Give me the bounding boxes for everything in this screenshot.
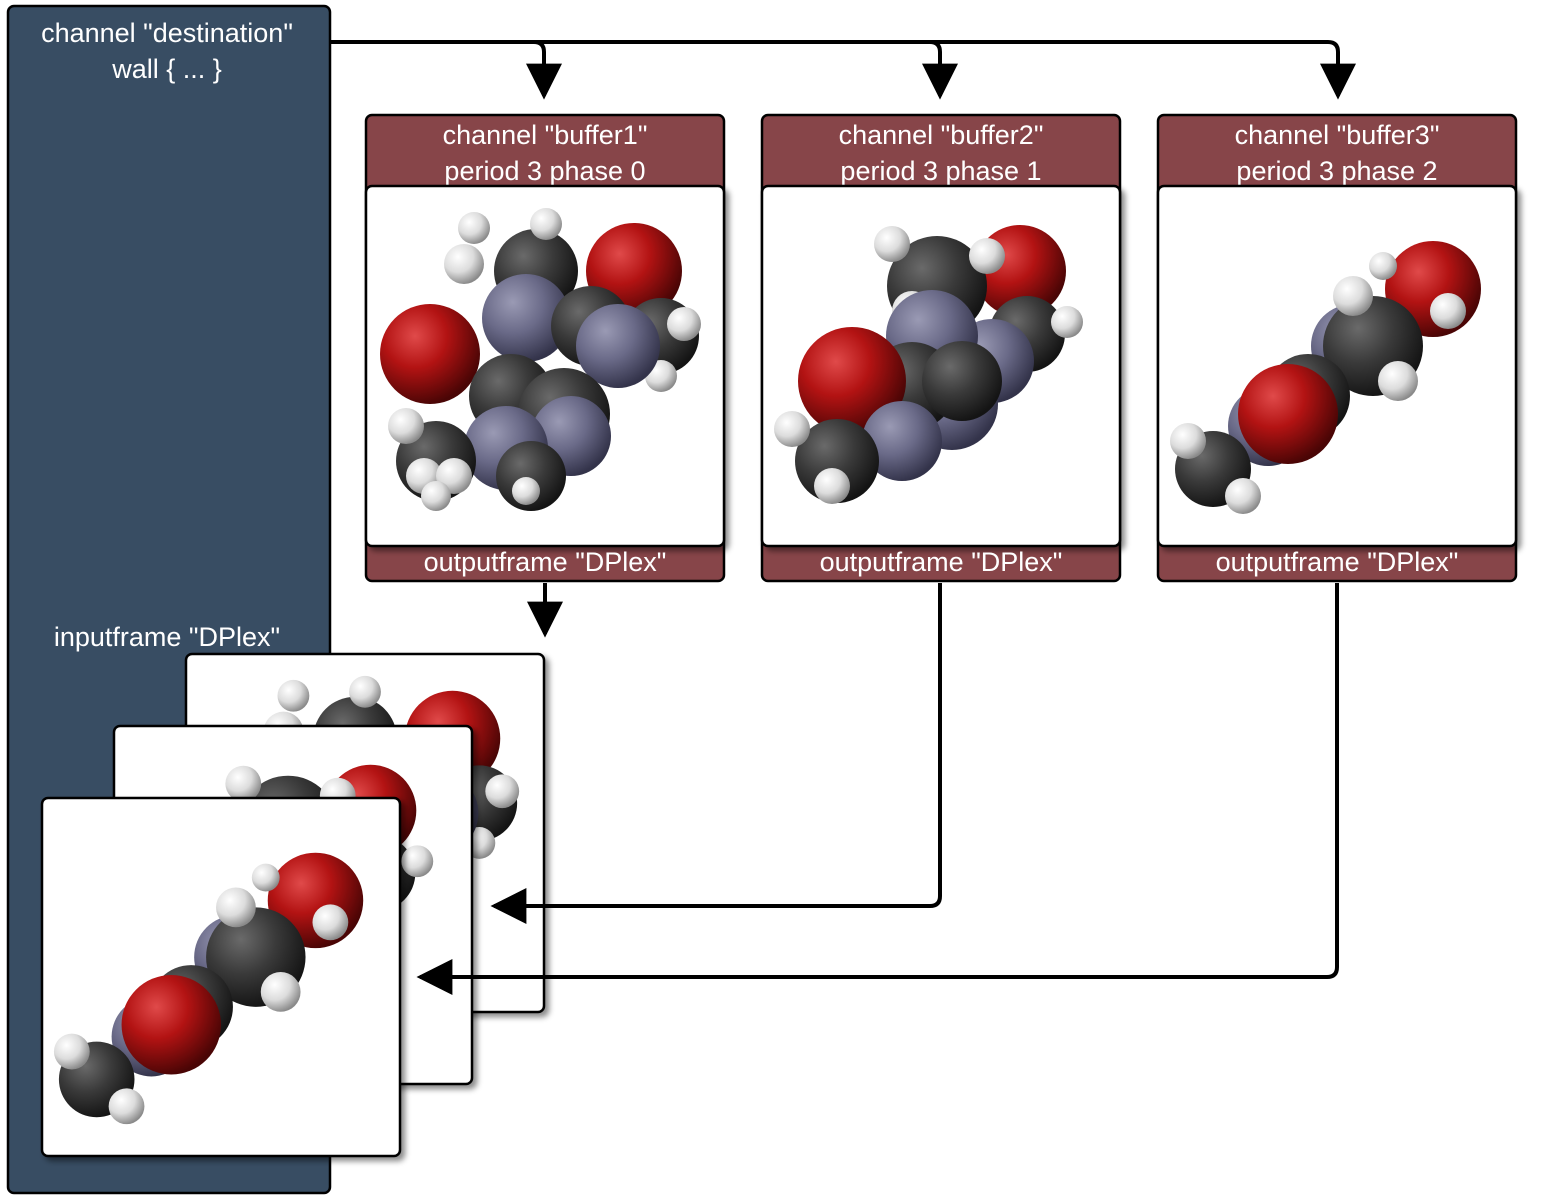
buffer2-channel: channel "buffer2" period 3 phase 1 outpu…: [760, 113, 1122, 583]
buffer3-channel: channel "buffer3" period 3 phase 2 outpu…: [1156, 113, 1518, 583]
buffer1-title-line2: period 3 phase 0: [444, 156, 645, 186]
return-arrows: [416, 583, 1339, 995]
input-frame-front: [40, 796, 402, 1158]
buffer3-title-line2: period 3 phase 2: [1236, 156, 1437, 186]
buffer1-outputframe-label: outputframe "DPlex": [424, 547, 667, 577]
buffer2-title-line1: channel "buffer2": [839, 120, 1044, 150]
buffer2-title-line2: period 3 phase 1: [840, 156, 1041, 186]
buffer3-outputframe-label: outputframe "DPlex": [1216, 547, 1459, 577]
buffer1-channel: channel "buffer1" period 3 phase 0 outpu…: [364, 113, 726, 583]
buffer3-title-line1: channel "buffer3": [1235, 120, 1440, 150]
distribution-arrows: [330, 40, 1356, 100]
inputframe-label: inputframe "DPlex": [54, 622, 280, 652]
input-frame-stack: [40, 652, 546, 1158]
buffer2-outputframe-label: outputframe "DPlex": [820, 547, 1063, 577]
buffer1-title-line1: channel "buffer1": [443, 120, 648, 150]
destination-title-line1: channel "destination": [41, 18, 293, 48]
destination-title-line2: wall { ... }: [111, 54, 222, 84]
